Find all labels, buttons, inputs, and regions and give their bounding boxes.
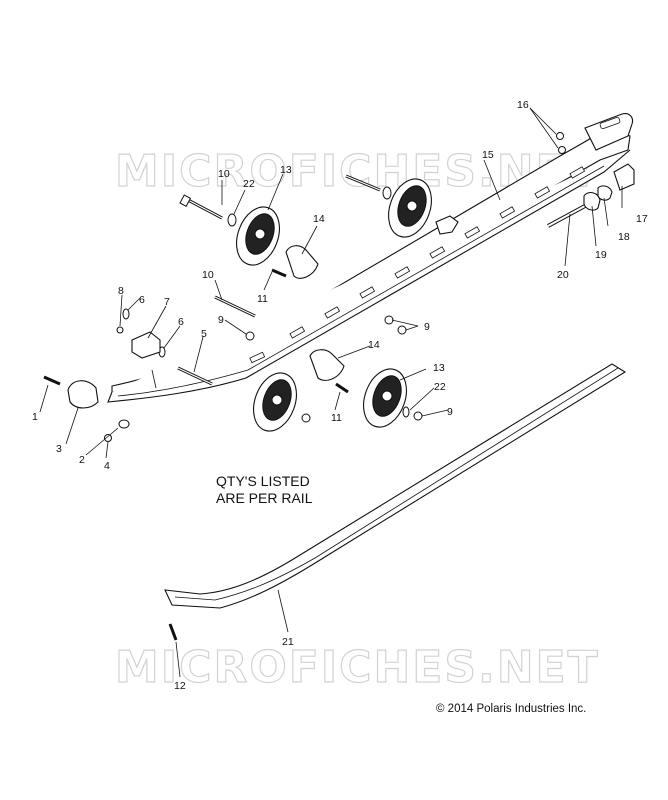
callout-17: 17: [636, 213, 648, 225]
callout-9: 9: [447, 406, 453, 418]
qty-note-line2: ARE PER RAIL: [216, 490, 313, 506]
callout-12: 12: [174, 680, 186, 692]
hardware: [43, 132, 635, 641]
callout-22: 22: [243, 178, 255, 190]
callout-9: 9: [218, 314, 224, 326]
callout-10: 10: [202, 269, 214, 281]
callout-8: 8: [118, 285, 124, 297]
callout-1: 1: [32, 411, 38, 423]
idler-wheel: [236, 206, 280, 266]
callout-11: 11: [331, 412, 342, 424]
callout-2: 2: [79, 454, 85, 466]
callout-14: 14: [368, 339, 380, 351]
callout-21: 21: [282, 636, 294, 648]
callout-labels: 10 22 13 14 15 16 17 18 19 20 11 10 8 6 …: [32, 99, 648, 692]
callout-19: 19: [595, 249, 607, 261]
callout-10: 10: [218, 168, 230, 180]
callout-11: 11: [257, 293, 268, 305]
watermark-bottom: MICROFICHES.NET: [115, 642, 600, 693]
callout-13: 13: [433, 362, 445, 374]
callout-7: 7: [164, 296, 170, 308]
idler-wheel: [388, 178, 432, 238]
callout-6: 6: [178, 316, 184, 328]
callout-20: 20: [557, 269, 569, 281]
callout-3: 3: [56, 443, 62, 455]
qty-note-line1: QTY'S LISTED: [216, 473, 310, 489]
callout-6: 6: [139, 294, 145, 306]
rail-assembly: [107, 113, 634, 403]
idler-wheel: [363, 368, 407, 428]
callout-16: 16: [517, 99, 529, 111]
callout-14: 14: [313, 213, 325, 225]
copyright-notice: © 2014 Polaris Industries Inc.: [436, 703, 586, 715]
leader-lines: [39, 107, 623, 678]
callout-4: 4: [104, 460, 110, 472]
callout-9: 9: [424, 321, 430, 333]
callout-22: 22: [434, 381, 446, 393]
idler-wheel: [253, 372, 297, 432]
callout-15: 15: [482, 149, 494, 161]
callout-18: 18: [618, 231, 630, 243]
callout-5: 5: [201, 328, 207, 340]
wear-strip: [164, 363, 627, 609]
callout-13: 13: [280, 164, 292, 176]
